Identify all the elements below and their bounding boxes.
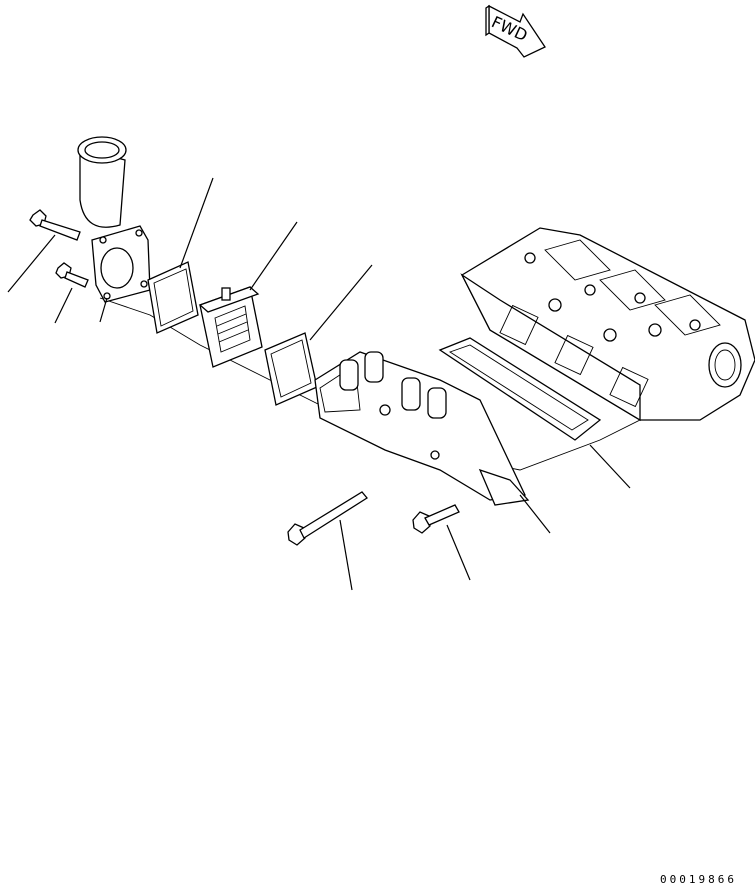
fwd-arrow-icon: FWD [485, 4, 546, 58]
gasket-heater [264, 332, 318, 406]
long-bolt [287, 491, 368, 546]
intake-manifold [314, 351, 530, 506]
heater-cover [198, 286, 263, 368]
manifold-gasket [438, 337, 602, 441]
flange-bolt-short-top [55, 262, 89, 288]
leader-lines [7, 177, 631, 591]
cylinder-head [460, 227, 755, 422]
short-bolt [412, 504, 460, 534]
gasket-elbow [147, 261, 199, 334]
flange-bolt-long-top [29, 209, 81, 241]
intake-elbow [77, 136, 151, 303]
drawing-number: 00019866 [660, 873, 737, 886]
